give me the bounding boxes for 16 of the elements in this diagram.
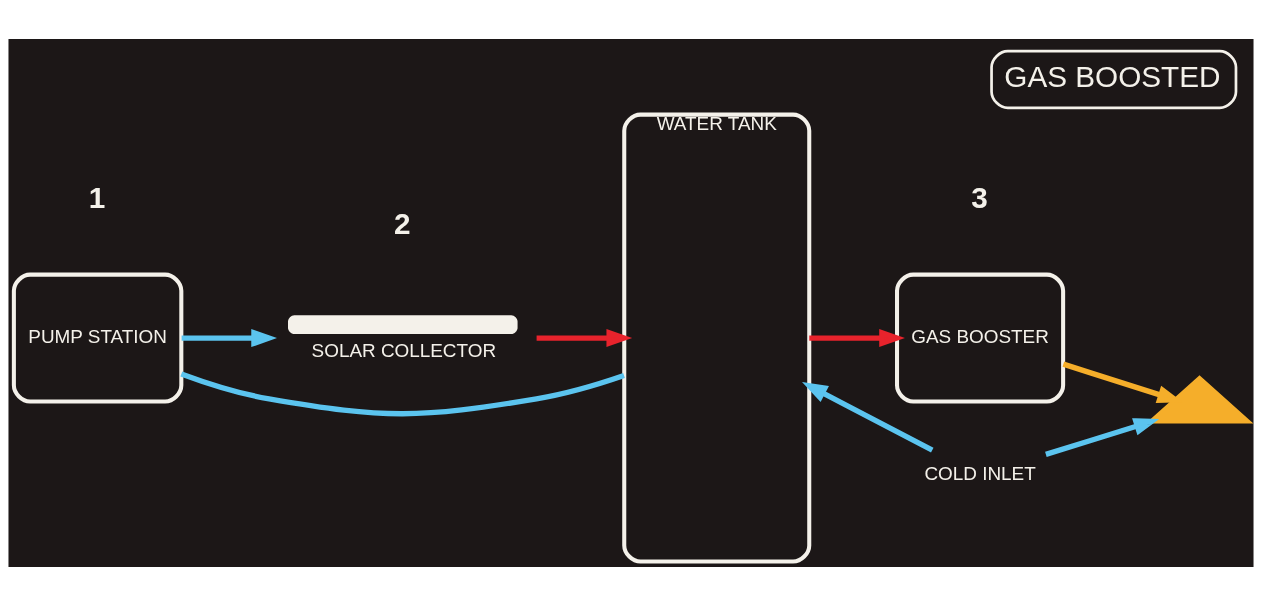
node-text: COLD INLET bbox=[924, 462, 1036, 484]
connector bbox=[180, 371, 625, 417]
diagram-title: GAS BOOSTED bbox=[1004, 60, 1221, 94]
node-label: SOLAR COLLECTOR bbox=[311, 340, 497, 362]
arrow bbox=[809, 329, 905, 348]
arrow bbox=[181, 329, 277, 348]
node-box: GAS BOOSTER bbox=[895, 272, 1066, 404]
label: 1 bbox=[88, 180, 106, 214]
label: 2 bbox=[394, 206, 411, 240]
node-box bbox=[288, 315, 518, 335]
node-box: PUMP STATION bbox=[11, 272, 184, 404]
arrow bbox=[802, 382, 934, 453]
arrow bbox=[1045, 418, 1160, 457]
node-box: WATER TANK bbox=[622, 112, 812, 564]
label: 3 bbox=[971, 180, 988, 214]
arrow bbox=[536, 329, 633, 348]
